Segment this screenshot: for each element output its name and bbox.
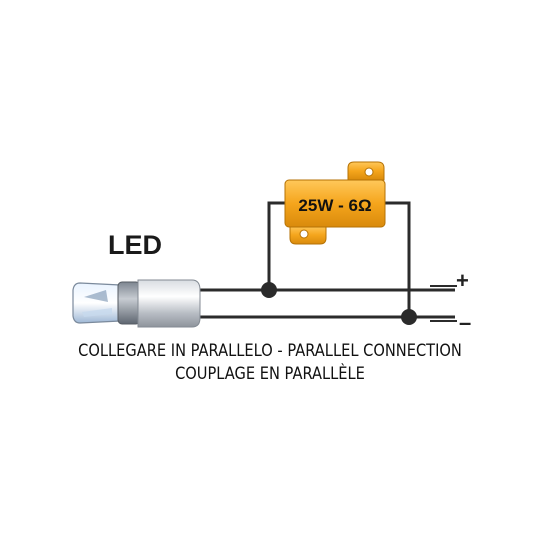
led-base	[137, 279, 201, 328]
negative-terminal-sign: –	[459, 310, 472, 335]
led-lens-shine	[82, 308, 112, 317]
wires	[195, 201, 457, 325]
led-lens-highlight	[84, 290, 108, 302]
led-label: LED	[108, 230, 162, 260]
resistor-tab-top-hole	[364, 167, 374, 177]
resistor-lead-right	[380, 201, 411, 317]
resistor-label: 25W - 6Ω	[298, 196, 371, 215]
led-collar	[117, 281, 141, 325]
led-lens	[72, 282, 121, 324]
resistor-tab-bottom-hole	[299, 229, 309, 239]
resistor-lead-left	[267, 201, 290, 290]
led-bulb	[72, 279, 201, 328]
junction-dot-negative	[401, 309, 417, 325]
resistor: 25W - 6Ω	[284, 161, 386, 245]
caption-line-2: COUPLAGE EN PARALLÈLE	[175, 364, 365, 384]
junction-dot-positive	[261, 282, 277, 298]
resistor-body	[284, 179, 386, 228]
caption-line-1: COLLEGARE IN PARALLELO - PARALLEL CONNEC…	[78, 341, 462, 361]
positive-terminal-sign: +	[456, 268, 469, 293]
